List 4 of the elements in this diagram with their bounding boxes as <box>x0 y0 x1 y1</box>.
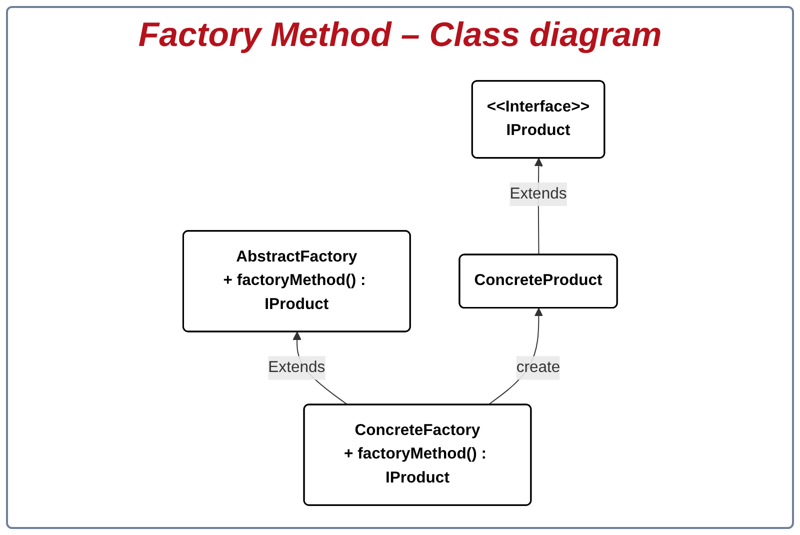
diagram-title: Factory Method – Class diagram <box>138 16 662 55</box>
edge-label: Extends <box>268 359 326 376</box>
edge-label: Extends <box>510 185 567 202</box>
edge-label: create <box>516 359 560 376</box>
